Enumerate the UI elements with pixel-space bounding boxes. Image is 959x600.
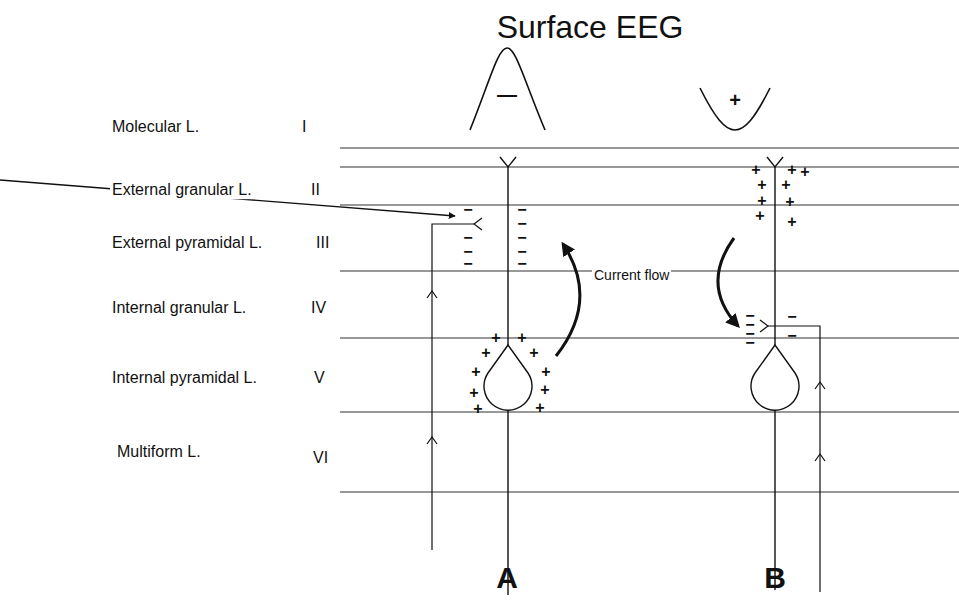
charge-sign: + (491, 329, 500, 347)
charge-sign: − (787, 308, 796, 326)
charge-sign: + (541, 363, 550, 381)
neuron-a (484, 157, 532, 595)
afferent-fiber-b (760, 320, 825, 592)
layer-name: Multiform L. (115, 443, 203, 461)
charge-sign: − (463, 255, 472, 273)
layer-numeral: IV (311, 299, 326, 317)
charge-sign: − (517, 255, 526, 273)
layer-name: Internal pyramidal L. (110, 369, 259, 387)
charge-sign: + (481, 344, 490, 362)
current-arrow (718, 238, 738, 326)
charge-sign: + (473, 400, 482, 418)
charge-sign: + (755, 207, 764, 225)
positive-wave (700, 88, 770, 130)
layer-numeral: II (311, 181, 320, 199)
neuron-letter: B (764, 561, 786, 594)
charge-sign: + (787, 161, 796, 179)
neuron-letter: A (496, 561, 518, 594)
charge-sign: − (745, 334, 754, 352)
charge-sign: + (517, 329, 526, 347)
charge-sign: + (469, 384, 478, 402)
charge-sign: − (463, 201, 472, 219)
charge-sign: + (757, 192, 766, 210)
layer-name: External pyramidal L. (110, 234, 264, 252)
charge-sign: + (757, 176, 766, 194)
charge-sign: + (540, 381, 549, 399)
charge-sign: + (535, 399, 544, 417)
layer-name: Molecular L. (110, 118, 201, 136)
flow-label: Current flow (592, 268, 671, 283)
polarity-sign: + (729, 89, 741, 111)
layer-name: Internal granular L. (110, 299, 248, 317)
layer-numeral: III (316, 234, 329, 252)
charge-sign: − (787, 327, 796, 345)
charge-sign: + (787, 213, 796, 231)
layer-numeral: V (314, 369, 325, 387)
layer-numeral: I (302, 118, 306, 136)
charge-sign: + (800, 163, 809, 181)
pointer-arrow (0, 180, 455, 216)
layer-numeral: VI (313, 449, 328, 467)
current-arrow (556, 244, 580, 356)
charge-sign: + (785, 193, 794, 211)
polarity-sign: — (497, 83, 517, 105)
figure-title: Surface EEG (497, 10, 684, 45)
layer-lines (340, 148, 959, 492)
layer-name: External granular L. (110, 181, 254, 199)
negative-wave (470, 48, 545, 130)
charge-sign: + (751, 161, 760, 179)
charge-sign: + (471, 363, 480, 381)
neuron-b (751, 157, 799, 590)
charge-sign: + (529, 344, 538, 362)
charge-sign: + (781, 176, 790, 194)
afferent-fiber-a (427, 218, 482, 550)
